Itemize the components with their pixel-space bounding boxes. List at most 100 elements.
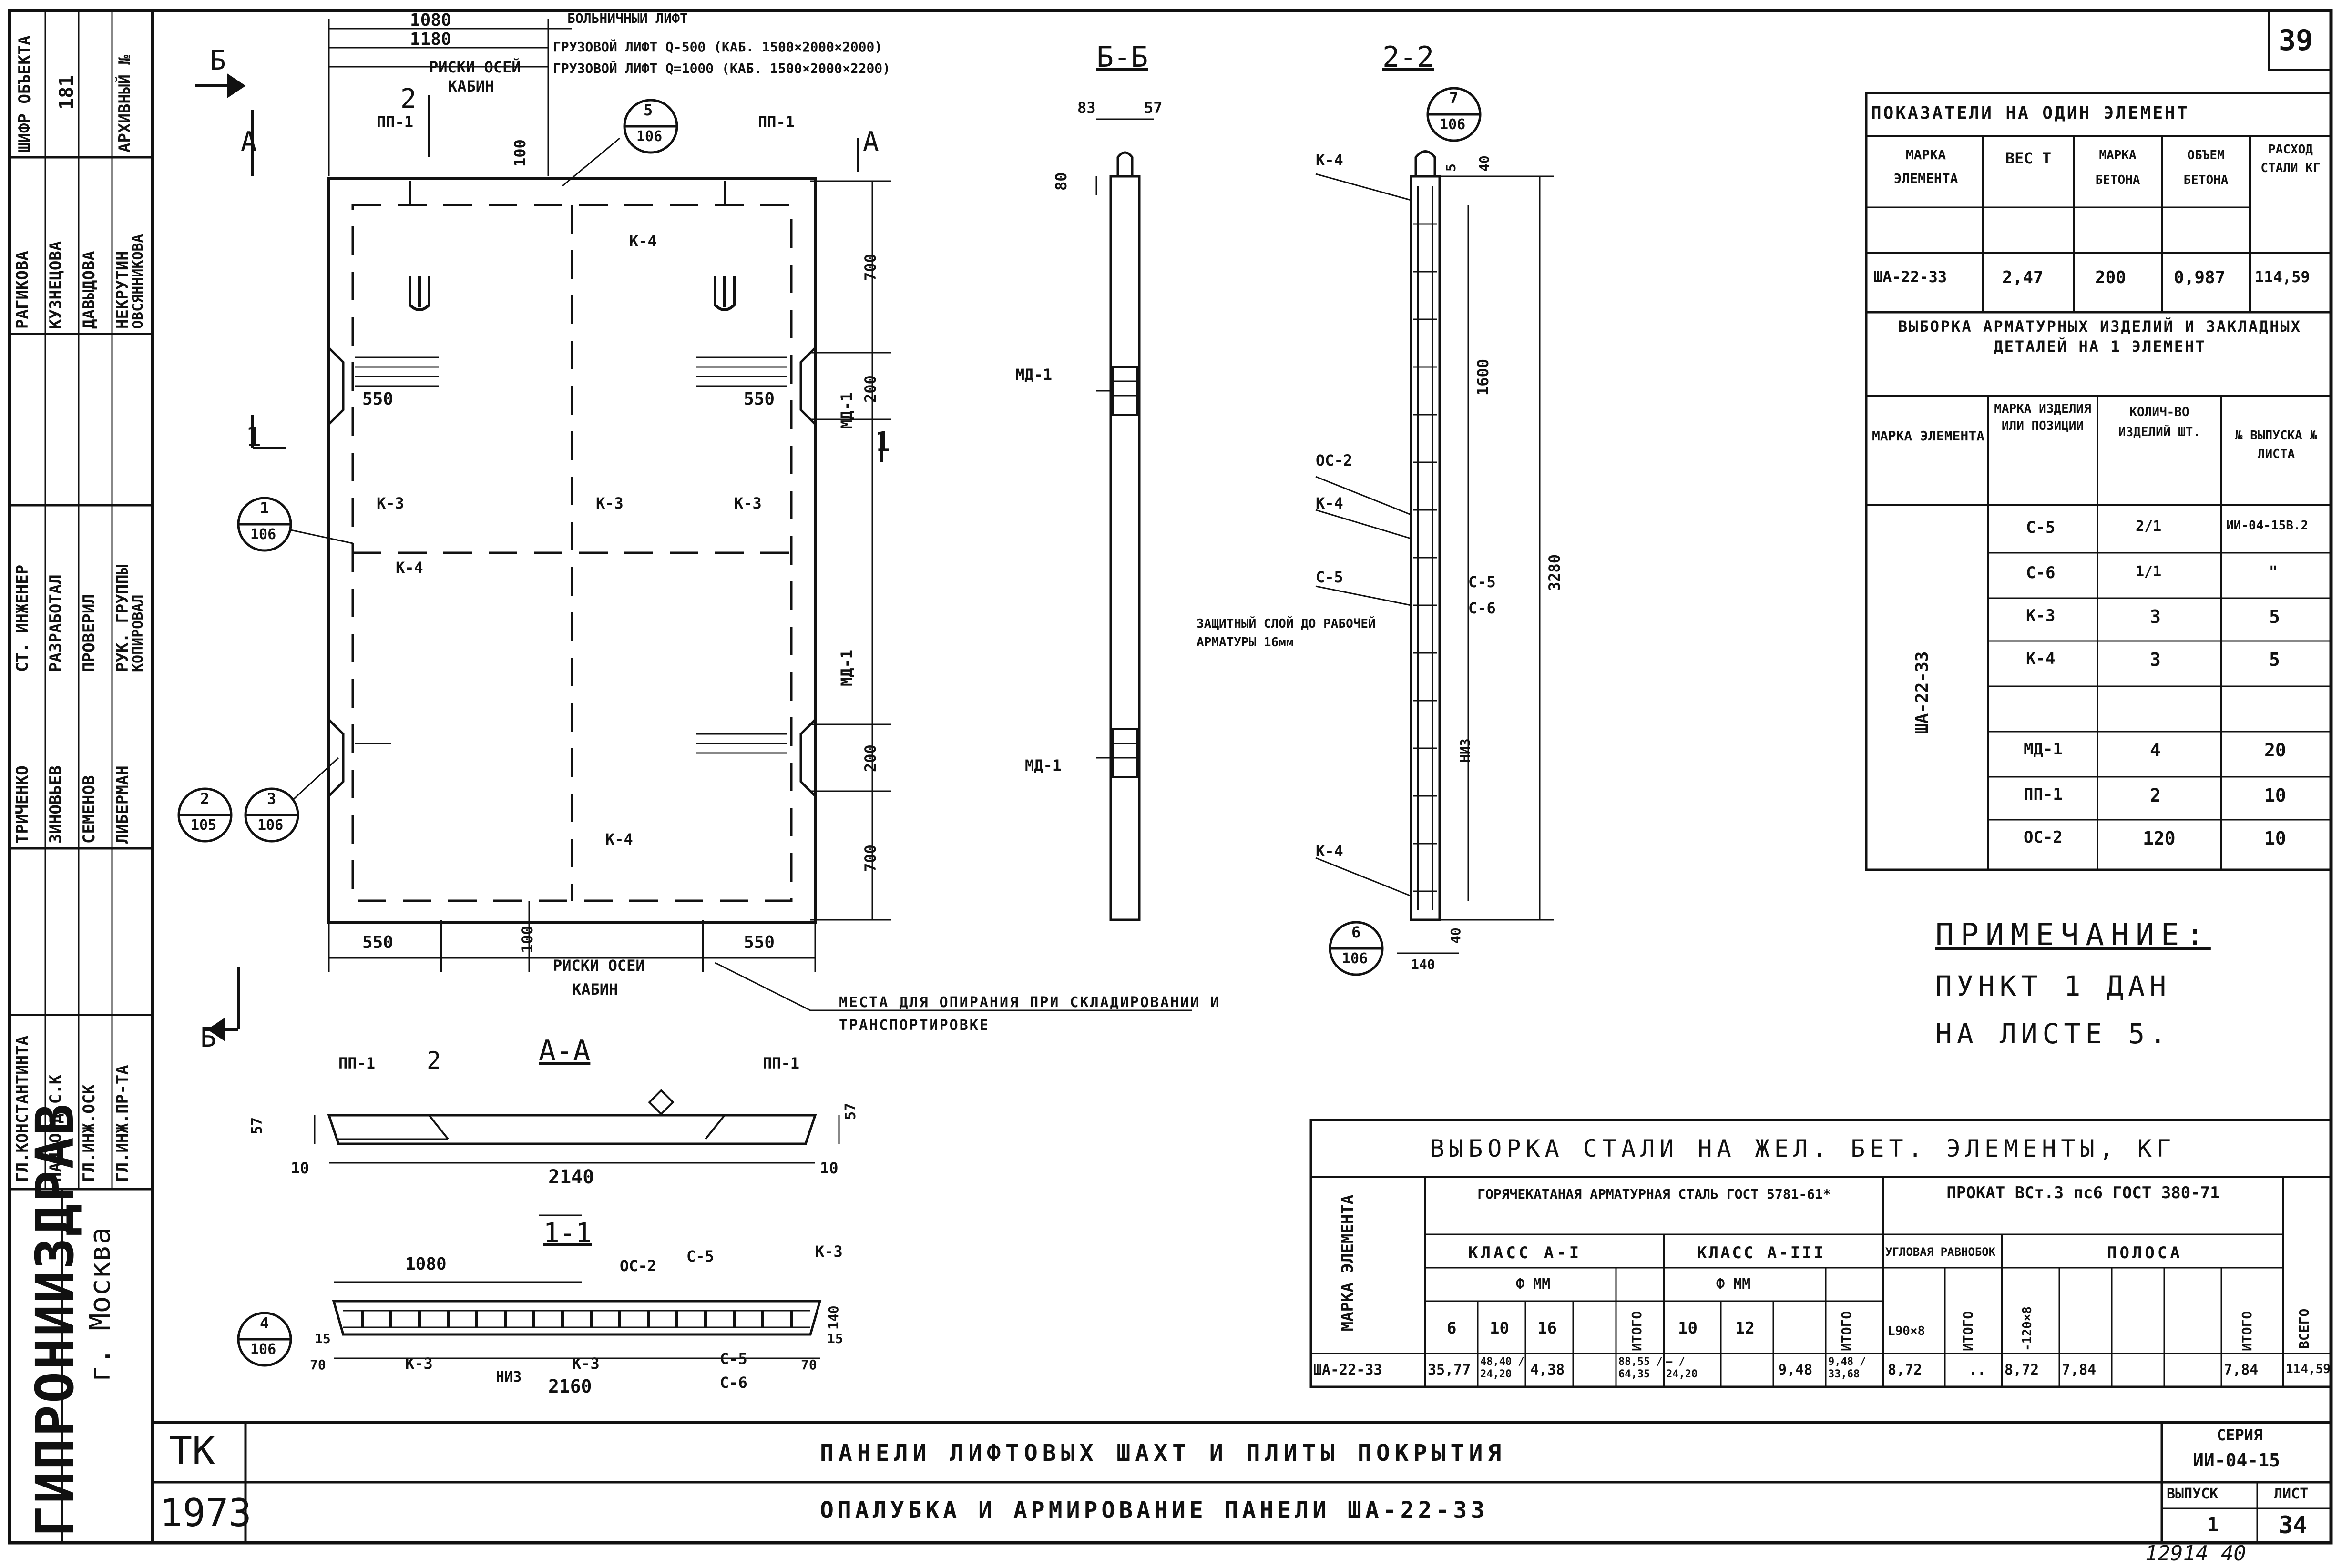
ind-header-weight: ВЕС Т bbox=[2005, 149, 2052, 167]
stamp-name2-2: КУЗНЕЦОВА bbox=[46, 241, 65, 329]
stamp-archive: АРХИВНЫЙ № bbox=[115, 55, 134, 153]
callout-3-top: 3 bbox=[267, 790, 276, 808]
steel-col-10b: 10 bbox=[1678, 1319, 1698, 1338]
label-k4-top: К-4 bbox=[629, 232, 657, 250]
label-k4-bottom: К-4 bbox=[605, 830, 633, 848]
lift-note-1: БОЛЬНИЧНЫЙ ЛИФТ bbox=[567, 10, 688, 26]
bb-label-md1-bottom: МД-1 bbox=[1025, 756, 1062, 774]
steel-table-lines bbox=[1309, 1119, 2332, 1388]
sel-row8-issue: 10 bbox=[2264, 828, 2286, 849]
axis-marks-bottom: РИСКИ ОСЕЙ bbox=[553, 957, 645, 975]
steel-col-total3: ИТОГО bbox=[1960, 1311, 1976, 1351]
steel-row-10: 48,40 / 24,20 bbox=[1480, 1356, 1524, 1381]
sel-row4-item: К-4 bbox=[2026, 649, 2056, 668]
steel-row-12: 9,48 bbox=[1778, 1362, 1813, 1378]
bb-label-md1-top: МД-1 bbox=[1015, 366, 1053, 384]
steel-row-strip: 7,84 bbox=[2062, 1362, 2097, 1378]
sel-row4-qty: 3 bbox=[2150, 649, 2161, 670]
sel-row8-item: ОС-2 bbox=[2024, 828, 2063, 847]
dim-550-bottom-left: 550 bbox=[362, 933, 394, 952]
aa-dim-10-right: 10 bbox=[820, 1159, 839, 1177]
aa-dim-10-left: 10 bbox=[291, 1159, 309, 1177]
steel-col-12: 12 bbox=[1735, 1319, 1755, 1338]
note-line-1: ПУНКТ 1 ДАН bbox=[1935, 970, 2171, 1002]
ind-cell-volume: 0,987 bbox=[2174, 268, 2226, 287]
indicators-table-lines bbox=[1865, 92, 2332, 314]
section-mark-2: 2 bbox=[400, 83, 417, 114]
s11-label-c5-bottom: С-5 bbox=[720, 1350, 747, 1368]
steel-row-6: 35,77 bbox=[1428, 1362, 1471, 1378]
section-aa bbox=[314, 1089, 840, 1164]
sel-header-qty: КОЛИЧ-ВО ИЗДЕЛИЙ ШТ. bbox=[2118, 405, 2201, 439]
sheet-label: ЛИСТ bbox=[2274, 1486, 2309, 1502]
steel-row-total2: 9,48 / 33,68 bbox=[1828, 1356, 1866, 1381]
indicators-title: ПОКАЗАТЕЛИ НА ОДИН ЭЛЕМЕНТ bbox=[1871, 103, 2189, 123]
aa-dim-57-right: 57 bbox=[842, 1102, 859, 1120]
steel-col-angle: L90×8 bbox=[1888, 1324, 1925, 1338]
steel-col-10a: 10 bbox=[1490, 1319, 1509, 1338]
year-label: 1973 bbox=[160, 1491, 252, 1535]
steel-row-dots: .. bbox=[1969, 1362, 1986, 1378]
stamp-name-2: ЗИНОВЬЕВ bbox=[46, 765, 65, 844]
stamp-frame bbox=[8, 9, 154, 1545]
stamp-name2-5: ОВСЯННИКОВА bbox=[130, 234, 146, 329]
steel-class2: КЛАСС А-III bbox=[1697, 1243, 1826, 1263]
label-md1-lower: МД-1 bbox=[838, 649, 856, 686]
aa-mark-2: 2 bbox=[427, 1047, 441, 1074]
section-mark-a-right: А bbox=[863, 126, 879, 157]
bottom-note: 12914 40 bbox=[2145, 1541, 2246, 1566]
sel-header-issue: № ВЫПУСКА № ЛИСТА bbox=[2235, 428, 2318, 461]
sel-header-item: МАРКА ИЗДЕЛИЯ ИЛИ ПОЗИЦИИ bbox=[1994, 402, 2091, 434]
aa-dim-2140: 2140 bbox=[548, 1166, 594, 1188]
callout-2-top: 2 bbox=[200, 790, 210, 808]
s11-dim-2160: 2160 bbox=[548, 1376, 592, 1397]
callout-1-top: 1 bbox=[260, 499, 269, 517]
steel-group1: ГОРЯЧЕКАТАНАЯ АРМАТУРНАЯ СТАЛЬ ГОСТ 5781… bbox=[1477, 1186, 1831, 1202]
sel-element-mark: ША-22-33 bbox=[1912, 651, 1932, 734]
sel-row3-item: К-3 bbox=[2026, 606, 2056, 625]
ind-cell-weight: 2,47 bbox=[2002, 268, 2044, 287]
label-pp1-right: ПП-1 bbox=[758, 113, 795, 131]
dim-550-left: 550 bbox=[362, 389, 394, 409]
s22-callout-7-top: 7 bbox=[1449, 89, 1459, 107]
series-label: СЕРИЯ bbox=[2217, 1426, 2263, 1444]
bb-dim-83: 83 bbox=[1077, 99, 1096, 117]
section-11-title: 1-1 bbox=[543, 1218, 592, 1249]
s11-dim-15-left: 15 bbox=[315, 1331, 331, 1346]
dim-side-100: 100 bbox=[511, 139, 529, 167]
stamp-name2-3: ДАВЫДОВА bbox=[80, 251, 99, 329]
dim-side-200-top: 200 bbox=[861, 375, 880, 403]
steel-row-mark: ША-22-33 bbox=[1313, 1362, 1382, 1378]
stamp-name-3: СЕМЕНОВ bbox=[80, 775, 99, 844]
stamp-object-no: 181 bbox=[56, 75, 78, 110]
ind-cell-steel: 114,59 bbox=[2255, 268, 2310, 286]
dim-550-bottom-right: 550 bbox=[744, 933, 775, 952]
stamp-role-1: ГЛ.КОНСТАНТИНТА bbox=[13, 1035, 32, 1182]
sel-row1-issue: ИИ-04-15В.2 bbox=[2226, 519, 2309, 533]
callout-2-bottom: 105 bbox=[191, 817, 217, 834]
s22-dim-3280: 3280 bbox=[1545, 554, 1564, 591]
sel-row7-issue: 10 bbox=[2264, 785, 2286, 806]
s22-label-c5-left: С-5 bbox=[1316, 568, 1343, 586]
steel-mark-header: МАРКА ЭЛЕМЕНТА bbox=[1338, 1194, 1357, 1332]
dim-side-200-bottom: 200 bbox=[861, 744, 880, 772]
section-mark-a-left: А bbox=[241, 126, 257, 157]
steel-col-strip: -120×8 bbox=[2020, 1306, 2035, 1351]
steel-row-16: 4,38 bbox=[1530, 1362, 1565, 1378]
steel-col-total4: ИТОГО bbox=[2239, 1311, 2255, 1351]
callout-1-bottom: 106 bbox=[250, 526, 276, 543]
ind-cell-mark: ША-22-33 bbox=[1873, 268, 1947, 286]
steel-col-6: 6 bbox=[1447, 1319, 1457, 1338]
sel-row2-qty: 1/1 bbox=[2136, 563, 2162, 580]
selection-title: ВЫБОРКА АРМАТУРНЫХ ИЗДЕЛИЙ И ЗАКЛАДНЫХ Д… bbox=[1898, 317, 2302, 356]
s11-callout-4-top: 4 bbox=[260, 1314, 269, 1332]
sel-row6-issue: 20 bbox=[2264, 740, 2286, 761]
title-line-2: ОПАЛУБКА И АРМИРОВАНИЕ ПАНЕЛИ ША-22-33 bbox=[820, 1497, 1489, 1524]
stamp-role2-5: КОПИРОВАЛ bbox=[130, 594, 146, 672]
s11-label-k3-mid: К-3 bbox=[572, 1354, 600, 1373]
aa-label-pp1-left: ПП-1 bbox=[338, 1054, 376, 1072]
cabin-bottom: КАБИН bbox=[572, 980, 618, 998]
steel-col-16: 16 bbox=[1537, 1319, 1557, 1338]
steel-row-total1: 88,55 / 64,35 bbox=[1618, 1356, 1663, 1381]
sel-row1-item: С-5 bbox=[2026, 518, 2056, 537]
